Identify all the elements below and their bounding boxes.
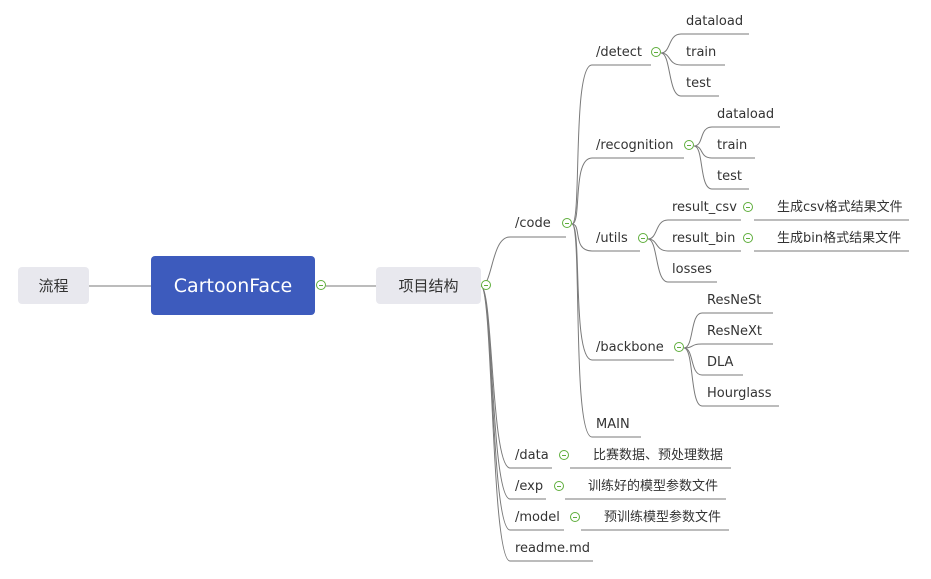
hourglass-node[interactable]: Hourglass bbox=[707, 386, 772, 401]
data-folder-node[interactable]: /data bbox=[515, 448, 549, 463]
code-folder-node[interactable]: /code bbox=[515, 216, 551, 231]
exp-note[interactable]: 训练好的模型参数文件 bbox=[588, 479, 719, 494]
collapse-toggle-icon[interactable] bbox=[743, 233, 753, 243]
recognition-train-node[interactable]: train bbox=[717, 138, 748, 153]
recognition-folder-node[interactable]: /recognition bbox=[596, 138, 674, 153]
result-bin-node[interactable]: result_bin bbox=[672, 231, 736, 246]
detect-test-node[interactable]: test bbox=[686, 76, 711, 91]
flow-node-label: 流程 bbox=[38, 277, 69, 295]
project-structure-label: 项目结构 bbox=[398, 277, 459, 295]
resnext-node[interactable]: ResNeXt bbox=[707, 324, 762, 339]
cartoonface-central-node[interactable]: CartoonFace bbox=[151, 256, 315, 315]
losses-node[interactable]: losses bbox=[672, 262, 712, 277]
collapse-toggle-icon[interactable] bbox=[559, 450, 569, 460]
detect-train-node[interactable]: train bbox=[686, 45, 717, 60]
dla-node[interactable]: DLA bbox=[707, 355, 734, 370]
utils-folder-node[interactable]: /utils bbox=[596, 231, 628, 246]
result-csv-node[interactable]: result_csv bbox=[672, 200, 737, 215]
collapse-toggle-icon[interactable] bbox=[743, 202, 753, 212]
project-structure-node[interactable]: 项目结构 bbox=[376, 267, 481, 304]
central-node-label: CartoonFace bbox=[173, 274, 293, 297]
resnest-node[interactable]: ResNeSt bbox=[707, 293, 762, 308]
collapse-toggle-icon[interactable] bbox=[570, 512, 580, 522]
detect-folder-node[interactable]: /detect bbox=[596, 45, 642, 60]
model-note[interactable]: 预训练模型参数文件 bbox=[604, 510, 722, 525]
result-csv-note[interactable]: 生成csv格式结果文件 bbox=[777, 200, 903, 215]
collapse-toggle-icon[interactable] bbox=[674, 342, 684, 352]
readme-node[interactable]: readme.md bbox=[515, 541, 590, 556]
result-bin-note[interactable]: 生成bin格式结果文件 bbox=[777, 231, 902, 246]
collapse-toggle-icon[interactable] bbox=[562, 218, 572, 228]
data-note[interactable]: 比赛数据、预处理数据 bbox=[593, 448, 724, 463]
flow-node[interactable]: 流程 bbox=[18, 267, 89, 304]
recognition-test-node[interactable]: test bbox=[717, 169, 742, 184]
collapse-toggle-icon[interactable] bbox=[638, 233, 648, 243]
backbone-folder-node[interactable]: /backbone bbox=[596, 340, 664, 355]
exp-folder-node[interactable]: /exp bbox=[515, 479, 544, 494]
model-folder-node[interactable]: /model bbox=[515, 510, 560, 525]
main-node[interactable]: MAIN bbox=[596, 417, 630, 432]
collapse-toggle-icon[interactable] bbox=[684, 140, 694, 150]
recognition-dataload-node[interactable]: dataload bbox=[717, 107, 775, 122]
collapse-toggle-icon[interactable] bbox=[481, 280, 491, 290]
collapse-toggle-icon[interactable] bbox=[554, 481, 564, 491]
collapse-toggle-icon[interactable] bbox=[316, 280, 326, 290]
detect-dataload-node[interactable]: dataload bbox=[686, 14, 744, 29]
collapse-toggle-icon[interactable] bbox=[651, 47, 661, 57]
